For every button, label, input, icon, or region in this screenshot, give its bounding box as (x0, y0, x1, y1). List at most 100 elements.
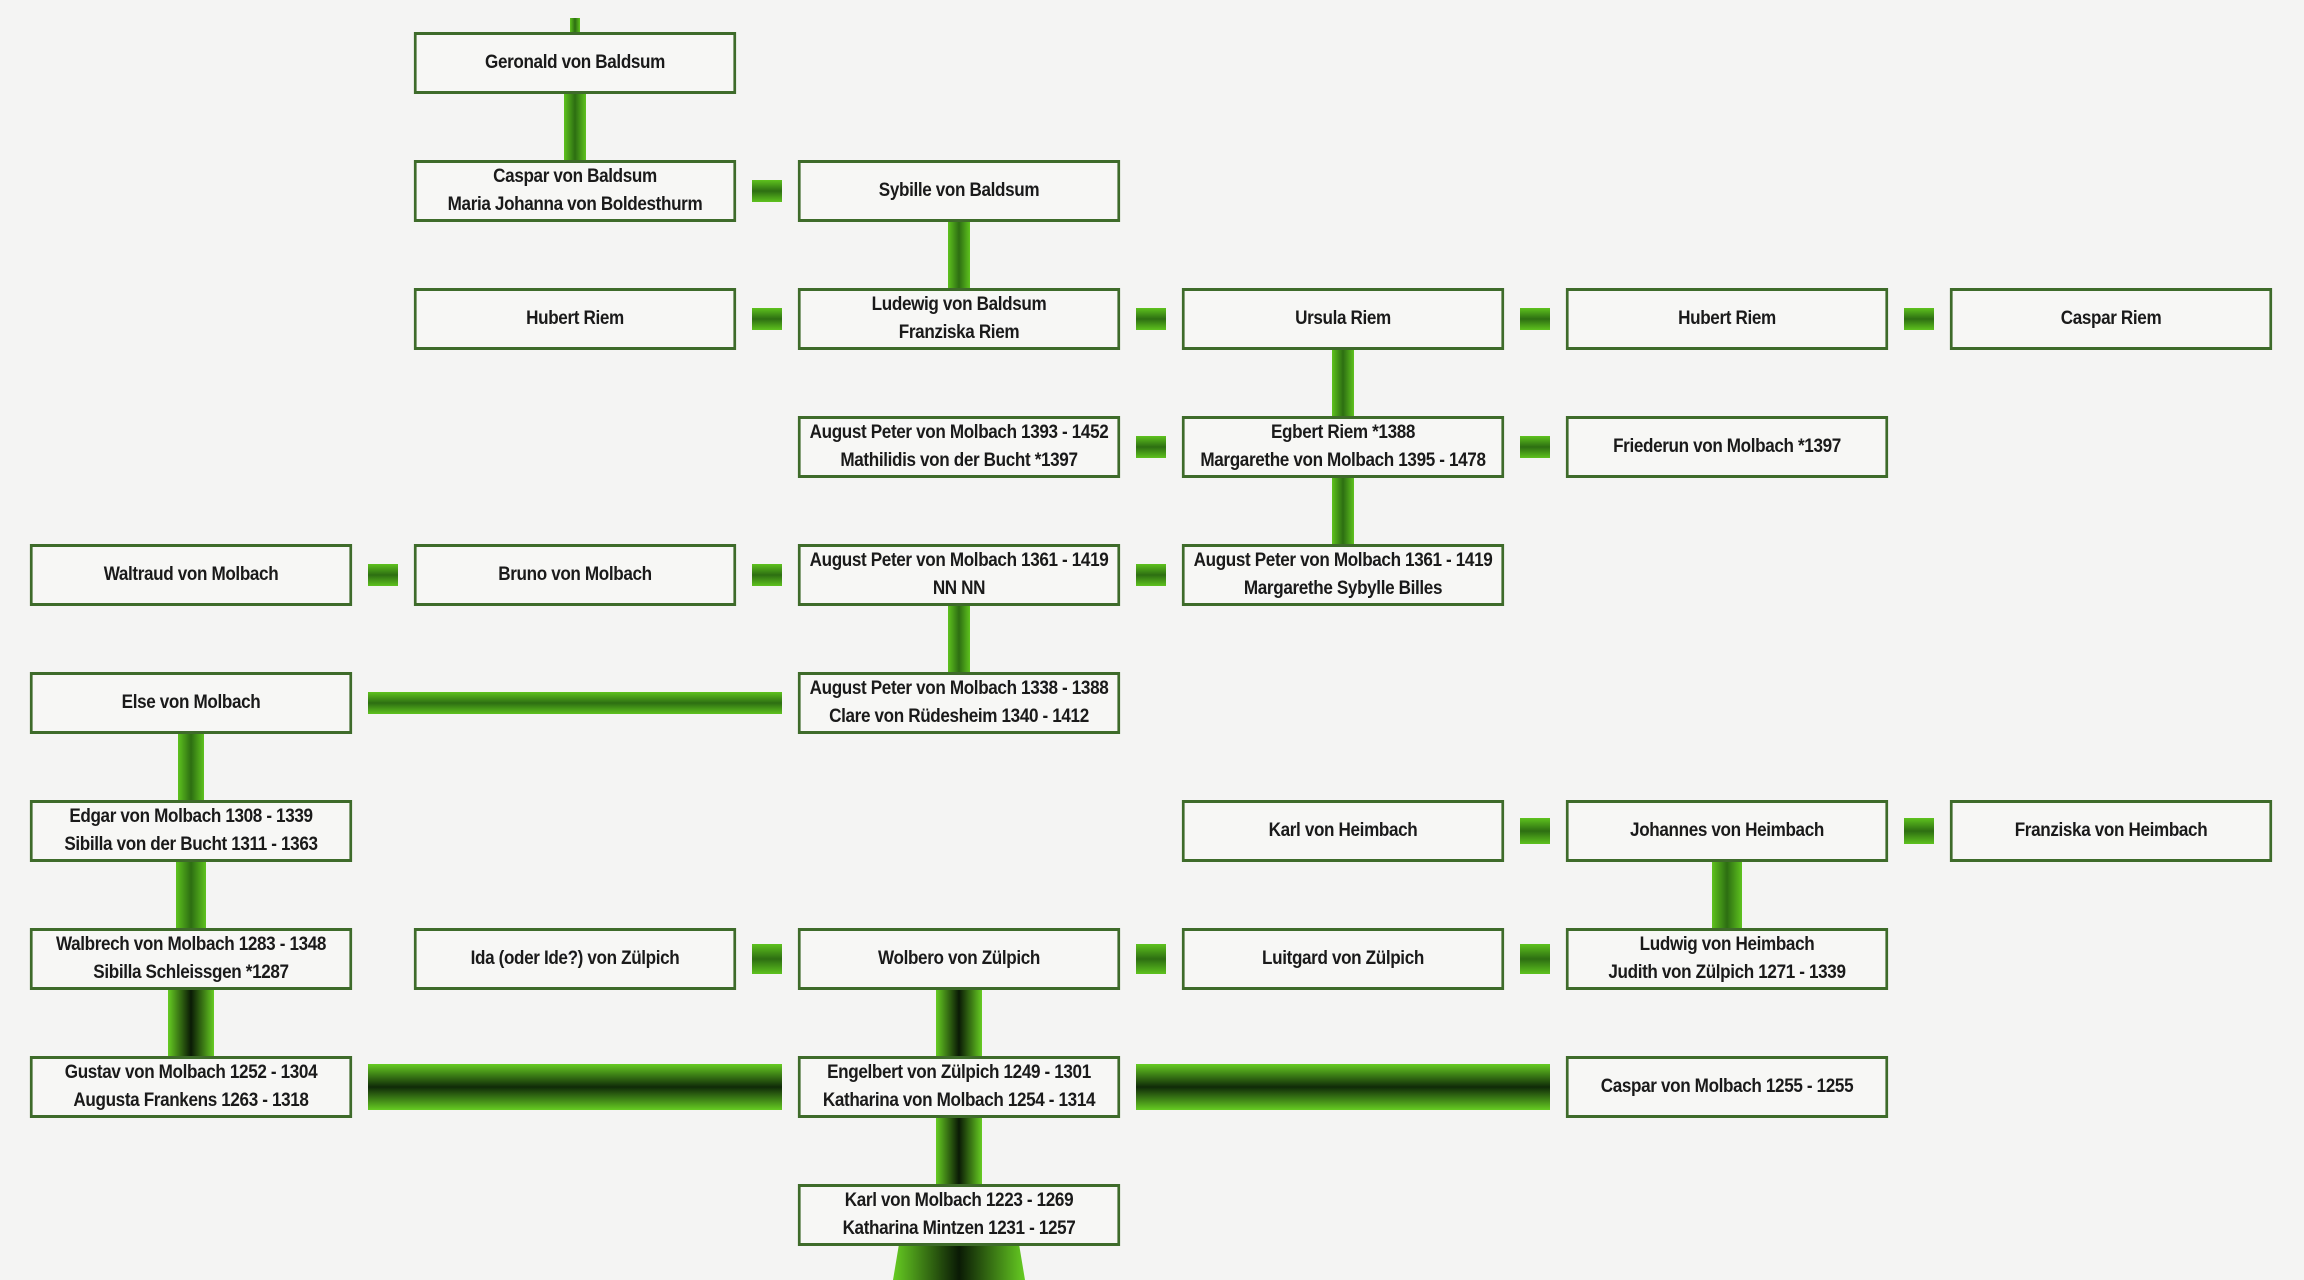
spouse-line: Mathilidis von der Bucht *1397 (840, 450, 1078, 471)
person-line: Hubert Riem (526, 308, 624, 329)
spouse-line: Maria Johanna von Boldesthurm (447, 194, 703, 215)
person-line: Ludewig von Baldsum (871, 294, 1047, 315)
person-line: Engelbert von Zülpich 1249 - 1301 (827, 1062, 1091, 1083)
connector-engelbert-caspar-molbach (1136, 1064, 1550, 1110)
connector-else-edgar (178, 732, 204, 802)
spouse-line: Sibilla von der Bucht 1311 - 1363 (64, 834, 318, 855)
spouse-line: Margarethe Sybylle Billes (1243, 578, 1443, 599)
connector-ida-wolbero (752, 944, 782, 974)
connector-ludewig-ursula (1136, 308, 1166, 330)
person-line: Walbrech von Molbach 1283 - 1348 (55, 934, 327, 955)
connector-wolbero-luitgard (1136, 944, 1166, 974)
person-line: Ludwig von Heimbach (1639, 934, 1815, 955)
person-line: August Peter von Molbach 1361 - 1419 (1193, 550, 1493, 571)
spouse-line: Judith von Zülpich 1271 - 1339 (1608, 962, 1846, 983)
spouse-line: Katharina von Molbach 1254 - 1314 (822, 1090, 1096, 1111)
connector-sybille-ludewig (948, 220, 970, 290)
person-box-ida[interactable]: Ida (oder Ide?) von Zülpich (413, 928, 737, 990)
connector-august-1361-nn-august-1361-billes (1136, 564, 1166, 586)
connector-johannes-heimbach-franziska-heimbach (1904, 818, 1934, 844)
person-box-waltraud[interactable]: Waltraud von Molbach (29, 544, 353, 606)
connector-edgar-walbrech (176, 860, 206, 930)
connector-luitgard-ludwig-heimbach (1520, 944, 1550, 974)
person-line: Sybille von Baldsum (878, 180, 1040, 201)
connector-engelbert-karl-molbach (936, 1116, 982, 1186)
person-box-else[interactable]: Else von Molbach (29, 672, 353, 734)
connector-wolbero-engelbert (936, 988, 982, 1058)
person-box-johannes-heimbach[interactable]: Johannes von Heimbach (1565, 800, 1889, 862)
spouse-line: Katharina Mintzen 1231 - 1257 (842, 1218, 1076, 1239)
person-line: Karl von Heimbach (1268, 820, 1418, 841)
person-line: Bruno von Molbach (498, 564, 652, 585)
connector-caspar-baldsum-sybille (752, 180, 782, 202)
person-line: August Peter von Molbach 1393 - 1452 (809, 422, 1109, 443)
person-line: Caspar von Baldsum (493, 166, 657, 187)
person-line: Else von Molbach (121, 692, 261, 713)
person-box-caspar-molbach[interactable]: Caspar von Molbach 1255 - 1255 (1565, 1056, 1889, 1118)
connector-trunk-base (893, 1244, 1025, 1280)
connector-egbert-august-1361-billes (1332, 476, 1354, 546)
person-line: Caspar von Molbach 1255 - 1255 (1600, 1076, 1854, 1097)
connector-august-1361-nn-august-1338 (948, 604, 970, 674)
person-box-luitgard[interactable]: Luitgard von Zülpich (1181, 928, 1505, 990)
person-box-hubert-riem-2[interactable]: Hubert Riem (1565, 288, 1889, 350)
person-line: Ida (oder Ide?) von Zülpich (470, 948, 680, 969)
person-line: August Peter von Molbach 1338 - 1388 (809, 678, 1109, 699)
connector-bruno-august-1361-nn (752, 564, 782, 586)
person-box-hubert-riem-1[interactable]: Hubert Riem (413, 288, 737, 350)
spouse-line: NN NN (932, 578, 986, 599)
person-box-karl-heimbach[interactable]: Karl von Heimbach (1181, 800, 1505, 862)
connector-egbert-friederun (1520, 436, 1550, 458)
connector-hubert-riem-1-ludewig (752, 308, 782, 330)
person-box-bruno[interactable]: Bruno von Molbach (413, 544, 737, 606)
person-box-august-1361-nn[interactable]: August Peter von Molbach 1361 - 1419 NN N… (797, 544, 1121, 606)
connector-karl-heimbach-johannes-heimbach (1520, 818, 1550, 844)
spouse-line: Franziska Riem (898, 322, 1020, 343)
person-line: Waltraud von Molbach (103, 564, 279, 585)
person-line: Luitgard von Zülpich (1262, 948, 1424, 969)
person-line: Friederun von Molbach *1397 (1613, 436, 1841, 457)
person-box-caspar-riem[interactable]: Caspar Riem (1949, 288, 2273, 350)
person-box-sybille[interactable]: Sybille von Baldsum (797, 160, 1121, 222)
person-line: Edgar von Molbach 1308 - 1339 (69, 806, 313, 827)
person-line: Wolbero von Zülpich (878, 948, 1040, 969)
connector-gustav-engelbert (368, 1064, 782, 1110)
person-line: Johannes von Heimbach (1630, 820, 1824, 841)
connector-else-august-1338 (368, 692, 782, 714)
spouse-line: Margarethe von Molbach 1395 - 1478 (1200, 450, 1486, 471)
connector-waltraud-bruno (368, 564, 398, 586)
person-box-friederun[interactable]: Friederun von Molbach *1397 (1565, 416, 1889, 478)
person-box-wolbero[interactable]: Wolbero von Zülpich (797, 928, 1121, 990)
person-box-ursula[interactable]: Ursula Riem (1181, 288, 1505, 350)
person-line: Egbert Riem *1388 (1270, 422, 1416, 443)
spouse-line: Augusta Frankens 1263 - 1318 (73, 1090, 309, 1111)
spouse-line: Sibilla Schleissgen *1287 (93, 962, 289, 983)
person-line: Gustav von Molbach 1252 - 1304 (64, 1062, 318, 1083)
connector-johannes-heimbach-ludwig-heimbach (1712, 860, 1742, 930)
person-line: August Peter von Molbach 1361 - 1419 (809, 550, 1109, 571)
person-line: Caspar Riem (2060, 308, 2162, 329)
connector-top-stub (570, 18, 580, 34)
connector-ursula-egbert (1332, 348, 1354, 418)
person-box-franziska-heimbach[interactable]: Franziska von Heimbach (1949, 800, 2273, 862)
connector-hubert-riem-2-caspar-riem (1904, 308, 1934, 330)
person-box-geronald[interactable]: Geronald von Baldsum (413, 32, 737, 94)
connector-ursula-hubert-riem-2 (1520, 308, 1550, 330)
spouse-line: Clare von Rüdesheim 1340 - 1412 (829, 706, 1089, 727)
connector-august-1393-egbert (1136, 436, 1166, 458)
person-line: Geronald von Baldsum (485, 52, 665, 73)
